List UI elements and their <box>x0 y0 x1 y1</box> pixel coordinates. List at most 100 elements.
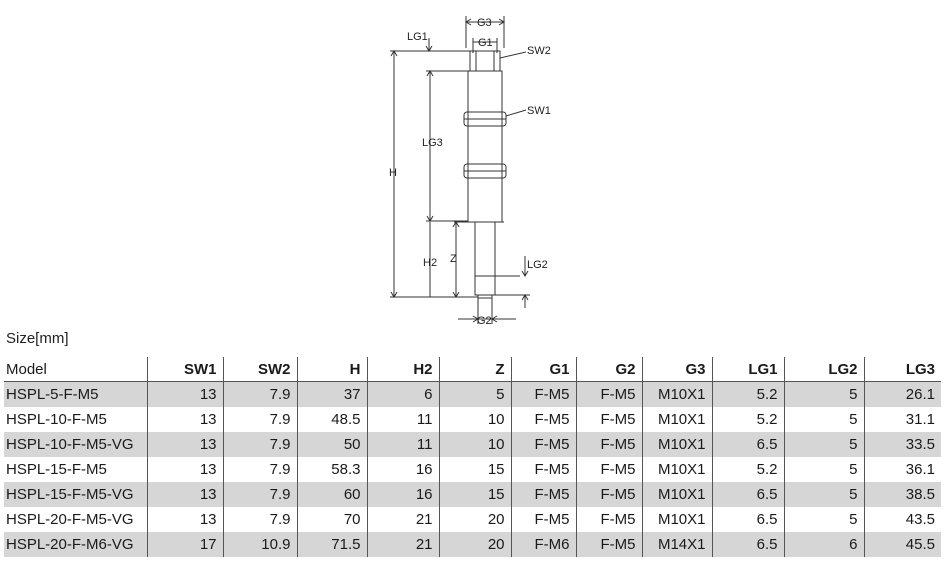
technical-drawing: LG1 G3 G1 SW2 SW1 LG3 H H2 Z LG2 G2 <box>389 16 551 327</box>
label-lg3: LG3 <box>422 137 443 149</box>
table-cell-h: 37 <box>296 381 367 407</box>
label-g3: G3 <box>477 17 492 29</box>
table-cell-z: 15 <box>438 457 511 482</box>
table-cell-model: HSPL-15-F-M5 <box>6 461 107 478</box>
table-cell-h: 48.5 <box>296 407 367 432</box>
table-cell-g2: F-M5 <box>575 432 642 457</box>
table-cell-z: 10 <box>438 407 511 432</box>
table-cell-model: HSPL-10-F-M5 <box>6 411 107 428</box>
column-header-model: Model <box>4 357 147 382</box>
table-cell-lg2: 5 <box>783 507 864 532</box>
table-cell-g1: F-M5 <box>510 407 576 432</box>
table-cell-lg1: 6.5 <box>711 482 784 507</box>
table-cell-lg3: 45.5 <box>863 532 941 557</box>
table-cell-g3: M10X1 <box>641 457 712 482</box>
column-header-g2: G2 <box>575 357 642 382</box>
table-cell-g2: F-M5 <box>575 407 642 432</box>
table-cell-model: HSPL-10-F-M5-VG <box>4 432 147 457</box>
table-cell-z: 20 <box>438 507 511 532</box>
table-cell-lg1: 6.5 <box>711 507 784 532</box>
column-header-g3: G3 <box>641 357 712 382</box>
column-header-lg2: LG2 <box>783 357 864 382</box>
table-cell-sw1: 17 <box>146 532 223 557</box>
table-cell-g3: M10X1 <box>641 381 712 407</box>
label-lg2: LG2 <box>527 259 548 271</box>
size-unit-label: Size[mm] <box>6 330 69 347</box>
table-cell-sw2: 7.9 <box>222 482 297 507</box>
table-cell-sw2: 7.9 <box>222 507 297 532</box>
table-cell-lg3: 26.1 <box>863 381 941 407</box>
table-cell-sw2: 7.9 <box>222 432 297 457</box>
table-cell-g3: M10X1 <box>641 407 712 432</box>
table-cell-sw1: 13 <box>146 407 223 432</box>
table-cell-h2: 11 <box>366 432 439 457</box>
table-cell-g1: F-M5 <box>510 432 576 457</box>
table-cell-z: 15 <box>438 482 511 507</box>
table-cell-g1: F-M5 <box>510 381 576 407</box>
label-lg1: LG1 <box>407 31 428 43</box>
label-sw2: SW2 <box>527 45 551 57</box>
column-header-g1: G1 <box>510 357 576 382</box>
table-cell-h: 71.5 <box>296 532 367 557</box>
table-cell-g3: M10X1 <box>641 432 712 457</box>
label-g1: G1 <box>478 37 493 49</box>
column-header-lg1: LG1 <box>711 357 784 382</box>
table-cell-lg1: 6.5 <box>711 432 784 457</box>
table-cell-g1: F-M5 <box>510 457 576 482</box>
column-header-sw1: SW1 <box>146 357 223 382</box>
column-header-sw2: SW2 <box>222 357 297 382</box>
table-cell-model: HSPL-20-F-M5-VG <box>6 511 134 528</box>
table-cell-model: HSPL-20-F-M6-VG <box>4 532 147 557</box>
table-cell-sw2: 7.9 <box>222 457 297 482</box>
table-cell-g1: F-M5 <box>510 507 576 532</box>
table-cell-lg3: 38.5 <box>863 482 941 507</box>
table-cell-sw1: 13 <box>146 482 223 507</box>
column-header-h2: H2 <box>366 357 439 382</box>
table-cell-g2: F-M5 <box>575 532 642 557</box>
table-cell-lg2: 5 <box>783 432 864 457</box>
table-cell-h2: 16 <box>366 482 439 507</box>
table-cell-lg2: 5 <box>783 457 864 482</box>
table-cell-lg1: 5.2 <box>711 381 784 407</box>
table-cell-sw1: 13 <box>146 432 223 457</box>
table-cell-sw2: 10.9 <box>222 532 297 557</box>
table-cell-h2: 6 <box>366 381 439 407</box>
table-cell-h: 58.3 <box>296 457 367 482</box>
table-cell-g2: F-M5 <box>575 482 642 507</box>
table-cell-h: 60 <box>296 482 367 507</box>
label-h2: H2 <box>423 257 437 269</box>
table-cell-h: 50 <box>296 432 367 457</box>
table-cell-lg2: 5 <box>783 482 864 507</box>
column-header-lg3: LG3 <box>863 357 941 382</box>
table-cell-g2: F-M5 <box>575 381 642 407</box>
table-cell-g3: M10X1 <box>641 482 712 507</box>
label-g2: G2 <box>477 315 492 327</box>
table-cell-g1: F-M5 <box>510 482 576 507</box>
table-cell-g1: F-M6 <box>510 532 576 557</box>
column-header-z: Z <box>438 357 511 382</box>
table-cell-sw1: 13 <box>146 457 223 482</box>
table-cell-h2: 21 <box>366 532 439 557</box>
table-cell-g2: F-M5 <box>575 507 642 532</box>
table-cell-lg1: 5.2 <box>711 407 784 432</box>
table-cell-lg2: 6 <box>783 532 864 557</box>
label-h: H <box>389 167 397 179</box>
table-cell-g3: M14X1 <box>641 532 712 557</box>
table-cell-sw1: 13 <box>146 507 223 532</box>
table-cell-h: 70 <box>296 507 367 532</box>
label-sw1: SW1 <box>527 105 551 117</box>
table-cell-lg3: 31.1 <box>863 407 941 432</box>
label-z: Z <box>450 253 457 265</box>
column-header-h: H <box>296 357 367 382</box>
table-cell-h2: 16 <box>366 457 439 482</box>
table-cell-sw2: 7.9 <box>222 407 297 432</box>
table-cell-h2: 21 <box>366 507 439 532</box>
table-cell-lg3: 33.5 <box>863 432 941 457</box>
